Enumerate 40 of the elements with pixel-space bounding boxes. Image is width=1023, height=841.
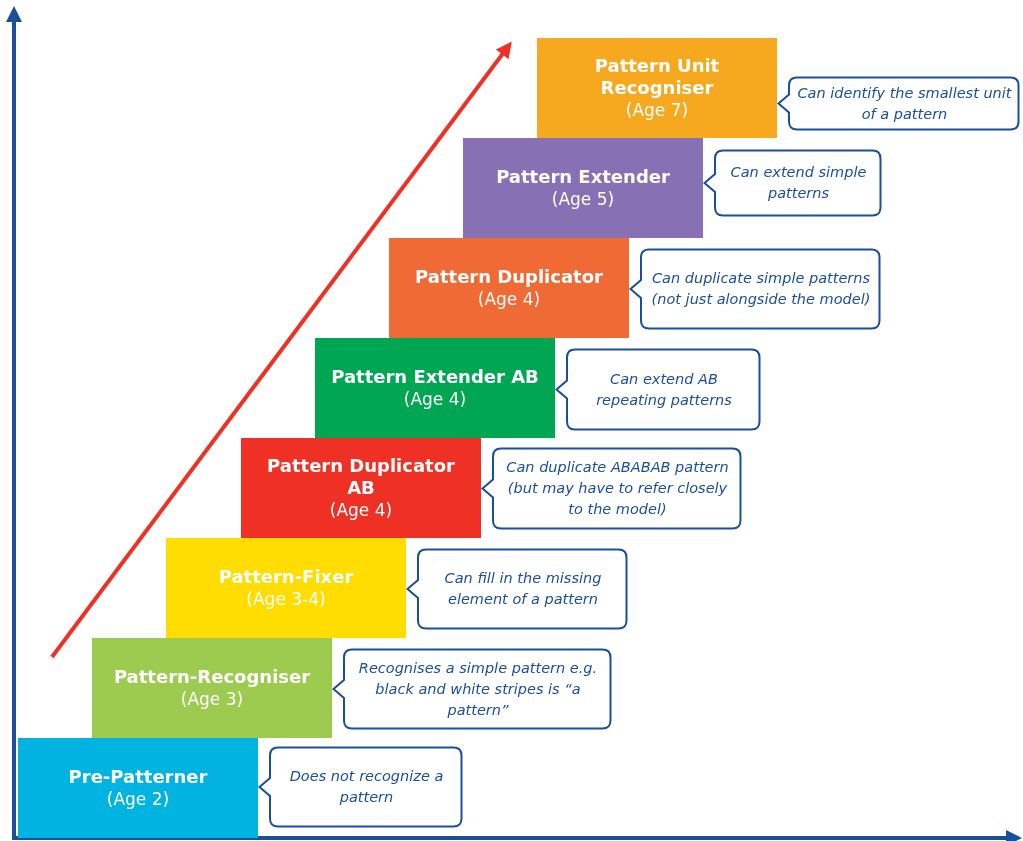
stage-title: Pattern Duplicator	[414, 266, 604, 288]
speech-bubble	[258, 746, 463, 828]
speech-bubble	[555, 348, 761, 431]
stage-title: Pattern-Recogniser	[112, 666, 312, 688]
stage-title: Pattern Unit Recogniser	[593, 55, 721, 99]
description-text: Does not recognize a pattern	[288, 767, 445, 807]
stage-title: Pattern-Fixer	[217, 566, 355, 588]
step-box	[166, 538, 406, 638]
age-label: (Age 4)	[477, 288, 541, 310]
speech-bubble	[703, 149, 882, 217]
speech-bubble	[629, 248, 881, 330]
description-text: Recognises a simple pattern e.g. black and white stripes is “a pattern”	[357, 658, 599, 720]
stage-title: Pattern Duplicator AB	[266, 455, 456, 499]
description-text: Can identify the smallest unit of a pattern	[796, 83, 1013, 124]
step-box	[18, 738, 258, 838]
age-label: (Age 7)	[625, 99, 689, 121]
age-label: (Age 4)	[403, 388, 467, 410]
step-box	[92, 638, 332, 738]
description-text: Can duplicate simple patterns (not just alongside the model)	[650, 269, 872, 309]
description-text: Can extend simple patterns	[729, 163, 868, 203]
speech-bubble	[406, 548, 628, 630]
step-box	[537, 38, 777, 138]
step-box	[389, 238, 629, 338]
stage-title: Pattern Extender	[495, 166, 671, 188]
description-text: Can fill in the missing element of a pattern	[443, 569, 603, 609]
description-text: Can extend AB repeating patterns	[595, 369, 733, 410]
speech-bubble	[481, 447, 742, 530]
step-box	[463, 138, 703, 238]
stage-title: Pattern Extender AB	[330, 366, 540, 388]
age-label: (Age 3)	[180, 688, 244, 710]
age-label: (Age 5)	[551, 188, 615, 210]
speech-bubble	[777, 76, 1020, 131]
description-text: Can duplicate ABABAB pattern (but may have to refer closely to the model)	[505, 458, 730, 519]
speech-bubble	[332, 648, 612, 730]
step-box	[315, 338, 555, 438]
age-label: (Age 3-4)	[246, 588, 326, 610]
step-box	[241, 438, 481, 538]
age-label: (Age 2)	[106, 788, 170, 810]
stage-title: Pre-Patterner	[67, 766, 209, 788]
age-label: (Age 4)	[329, 499, 393, 521]
